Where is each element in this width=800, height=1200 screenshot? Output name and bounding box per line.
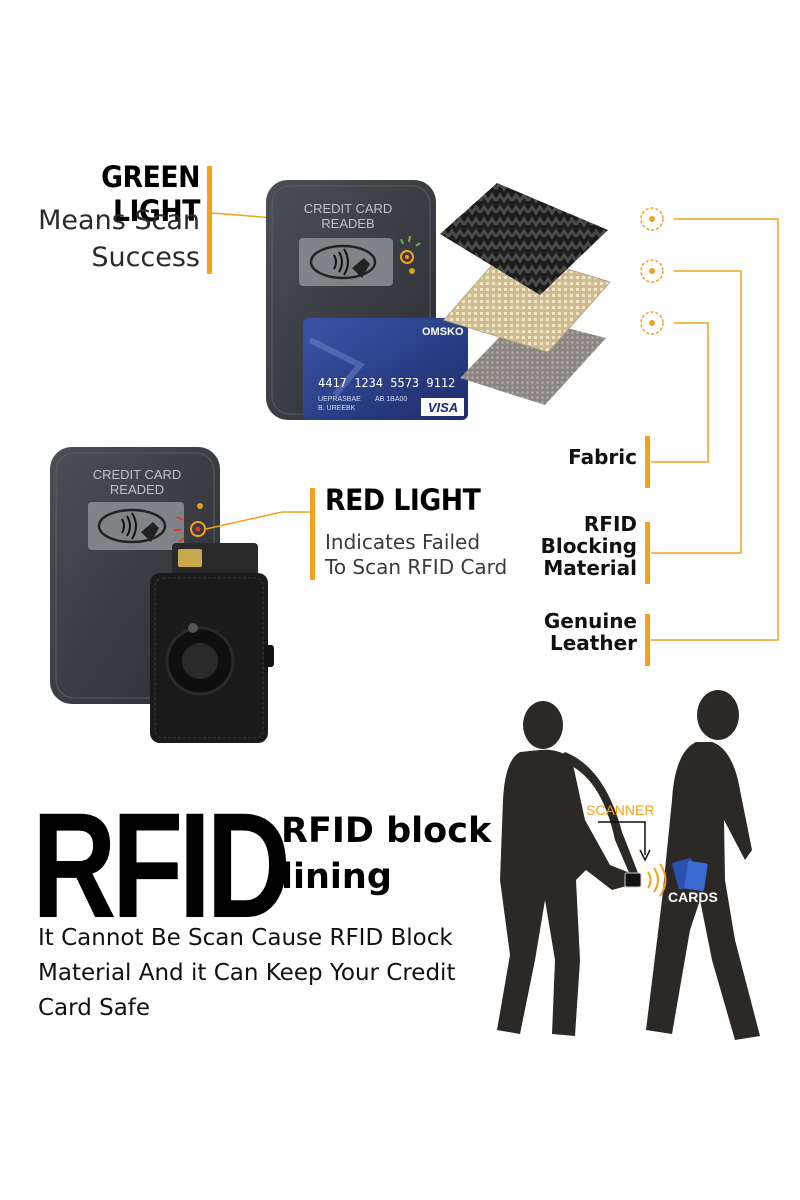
hand-tap-icon — [141, 522, 159, 542]
green-light-title: GREEN LIGHT — [101, 160, 200, 228]
card-brand: OMSKO — [422, 326, 464, 338]
scanner-device-icon — [624, 872, 642, 888]
reader-bottom-line2: READED — [110, 482, 164, 497]
leather-accent-bar — [645, 614, 650, 666]
label-rfid-blocking-material: RFID Blocking Material — [540, 512, 637, 580]
person-right-silhouette — [646, 690, 760, 1040]
red-light-description: Indicates Failed To Scan RFID Card — [325, 530, 508, 579]
scanner-arrow — [598, 821, 646, 855]
leather-wallet — [150, 543, 274, 743]
reader-top-line2: READEB — [321, 216, 374, 231]
reader-top-line1: CREDIT CARD — [304, 201, 393, 216]
contactless-icon — [333, 248, 349, 276]
label-fabric: Fabric — [568, 445, 637, 469]
rfid-description: It Cannot Be Scan Cause RFID Block Mater… — [38, 925, 456, 1021]
reader-bottom-line1: CREDIT CARD — [93, 467, 182, 482]
scanner-label: SCANNER — [586, 802, 654, 818]
person-left-silhouette — [497, 701, 640, 1036]
hand-tap-icon — [352, 258, 370, 278]
card-expiry: AB 1BA00 — [375, 396, 407, 403]
red-callout-line — [205, 511, 310, 530]
rfid-mesh-layer — [443, 249, 611, 353]
fabric-carbon-layer — [440, 183, 608, 295]
cards-label: CARDS — [668, 889, 718, 905]
fabric-accent-bar — [645, 436, 650, 488]
leather-layer — [460, 316, 606, 405]
scan-waves-icon — [647, 863, 667, 897]
material-layers — [440, 183, 611, 405]
rfid-subheading: RFID block lining — [281, 811, 492, 897]
rfid-heading: RFID — [32, 781, 291, 949]
pickpocket-scene — [497, 690, 760, 1040]
green-light-description: Means Scan Success — [38, 205, 200, 273]
card-holder-line1: UEPRASBAE — [318, 396, 361, 403]
label-genuine-leather: Genuine Leather — [543, 609, 637, 655]
layer-connectors — [640, 207, 779, 641]
contactless-icon — [121, 512, 137, 540]
card-number: 4417 1234 5573 9112 — [318, 376, 455, 390]
red-light-accent-bar — [310, 488, 315, 580]
red-light-title: RED LIGHT — [325, 483, 481, 517]
credit-card: OMSKO 4417 1234 5573 9112 UEPRASBAE B. U… — [303, 318, 468, 420]
green-light-accent-bar — [207, 166, 212, 274]
visa-logo: VISA — [428, 400, 458, 415]
red-light-indicator-icon — [190, 521, 206, 537]
rfid-accent-bar — [645, 522, 650, 584]
green-light-indicator-icon — [400, 250, 414, 264]
card-holder-line2: B. UREEBK — [318, 405, 356, 412]
pocket-cards — [672, 858, 708, 891]
